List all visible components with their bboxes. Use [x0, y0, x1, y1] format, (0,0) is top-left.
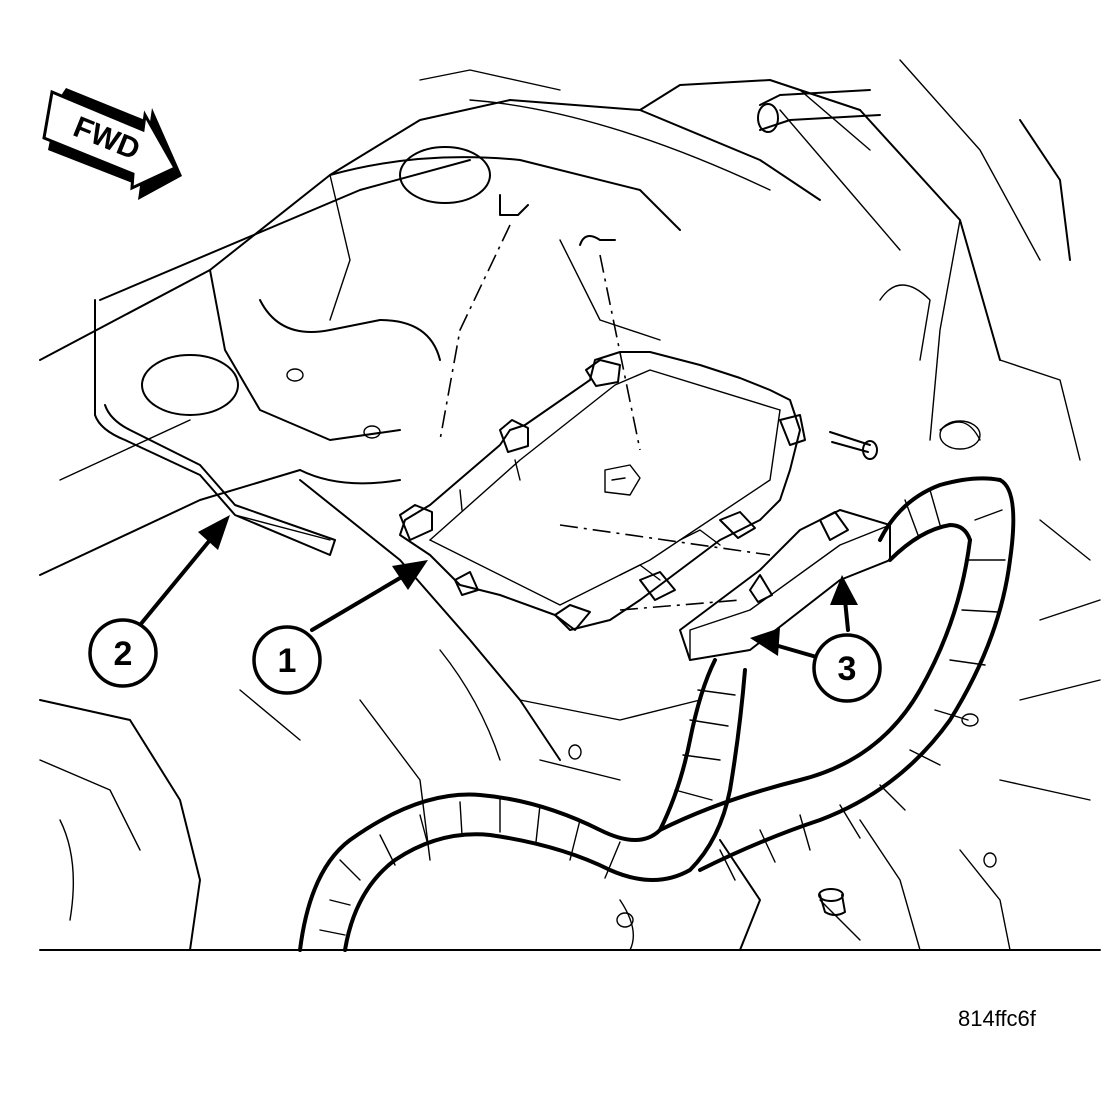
callout-2: 2 [88, 618, 158, 688]
arrow-1-head [392, 560, 428, 590]
figure-code: 814ffc6f [958, 1006, 1036, 1031]
arrow-3b-head [830, 575, 858, 605]
alignment-lines [439, 224, 771, 611]
callout-2-label: 2 [114, 635, 133, 673]
callout-1: 1 [252, 625, 322, 695]
floor-shield [94, 299, 336, 556]
callout-3: 3 [812, 633, 882, 703]
module-tray [399, 351, 806, 631]
wiring-harness [298, 476, 1016, 952]
forward-direction-arrow: FWD [42, 88, 182, 200]
arrow-3a-head [750, 628, 780, 656]
callout-1-label: 1 [278, 642, 297, 680]
arrow-2-head [198, 515, 230, 550]
leader-arrows [138, 515, 858, 660]
callout-3-label: 3 [838, 650, 857, 688]
floor-pan-structure [39, 59, 1101, 951]
